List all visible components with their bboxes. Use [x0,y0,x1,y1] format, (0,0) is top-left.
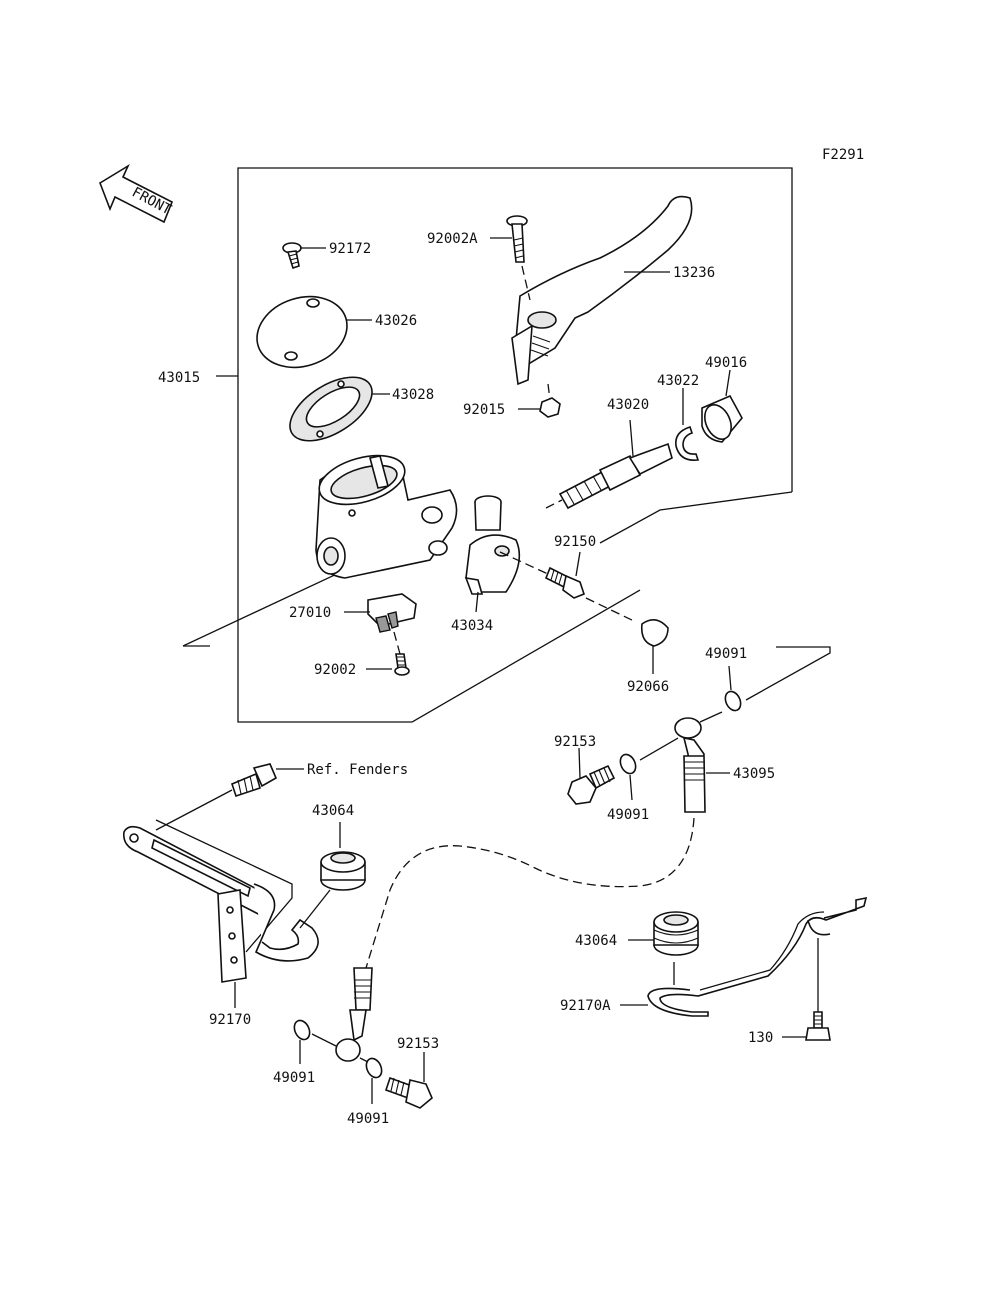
circlip-43022 [674,426,700,462]
label-49091-a: 49091 [705,646,747,662]
label-92015: 92015 [463,402,505,418]
bolt-130 [805,1011,831,1041]
grommet-43064-a [320,851,366,891]
screw-92172 [282,242,302,270]
dust-boot-49016 [701,394,743,443]
brake-hose-43095 [674,717,706,813]
label-92002: 92002 [314,662,356,678]
diaphragm-43028 [289,376,373,442]
label-43064-b: 43064 [575,933,617,949]
label-43095: 43095 [733,766,775,782]
label-49091-b: 49091 [607,807,649,823]
label-92170: 92170 [209,1012,251,1028]
brake-hose-lower-end [335,967,373,1062]
assembly-frame [183,167,793,723]
ref-fenders-label: Ref. Fenders [307,762,408,778]
label-92150: 92150 [554,534,596,550]
screw-92002 [394,653,410,676]
switch-27010 [367,593,417,633]
label-49091-d: 49091 [347,1111,389,1127]
label-13236: 13236 [673,265,715,281]
nut-92015 [539,397,561,418]
washer-49091-b [619,753,637,775]
fender-bolt [231,763,278,798]
frame-perspective-line-2 [411,589,641,723]
label-43022: 43022 [657,373,699,389]
bolt-92150 [544,566,585,599]
washer-49091-c [293,1019,311,1041]
hose-frame-line [745,646,831,701]
hose-route [365,817,695,969]
label-92066: 92066 [627,679,669,695]
label-92153-b: 92153 [397,1036,439,1052]
label-92172: 92172 [329,241,371,257]
front-arrow-icon: FRONT [99,163,174,224]
label-43028: 43028 [392,387,434,403]
label-92170A: 92170A [560,998,611,1014]
label-130: 130 [748,1030,773,1046]
label-43015: 43015 [158,370,200,386]
cap-92066 [640,619,669,647]
pivot-bolt-92002A [506,215,528,263]
label-43064-a: 43064 [312,803,354,819]
label-92002A: 92002A [427,231,478,247]
label-43020: 43020 [607,397,649,413]
label-92153-a: 92153 [554,734,596,750]
label-43026: 43026 [375,313,417,329]
clip-92170A [647,896,868,1017]
washer-49091-d [365,1057,383,1079]
label-49091-c: 49091 [273,1070,315,1086]
reservoir-cap-43026 [256,295,348,369]
banjo-bolt-92153-b [384,1076,433,1109]
piston-43020 [558,419,673,510]
grommet-43064-b [653,911,699,956]
banjo-bolt-92153-a [567,764,616,805]
lever-13236 [511,195,693,386]
label-49016: 49016 [705,355,747,371]
label-43034: 43034 [451,618,493,634]
master-cylinder-body [315,454,458,579]
figure-code: F2291 [822,147,864,163]
clamp-43034 [464,495,521,595]
washer-49091-a [724,690,742,712]
bracket-92170 [122,819,319,983]
label-27010: 27010 [289,605,331,621]
